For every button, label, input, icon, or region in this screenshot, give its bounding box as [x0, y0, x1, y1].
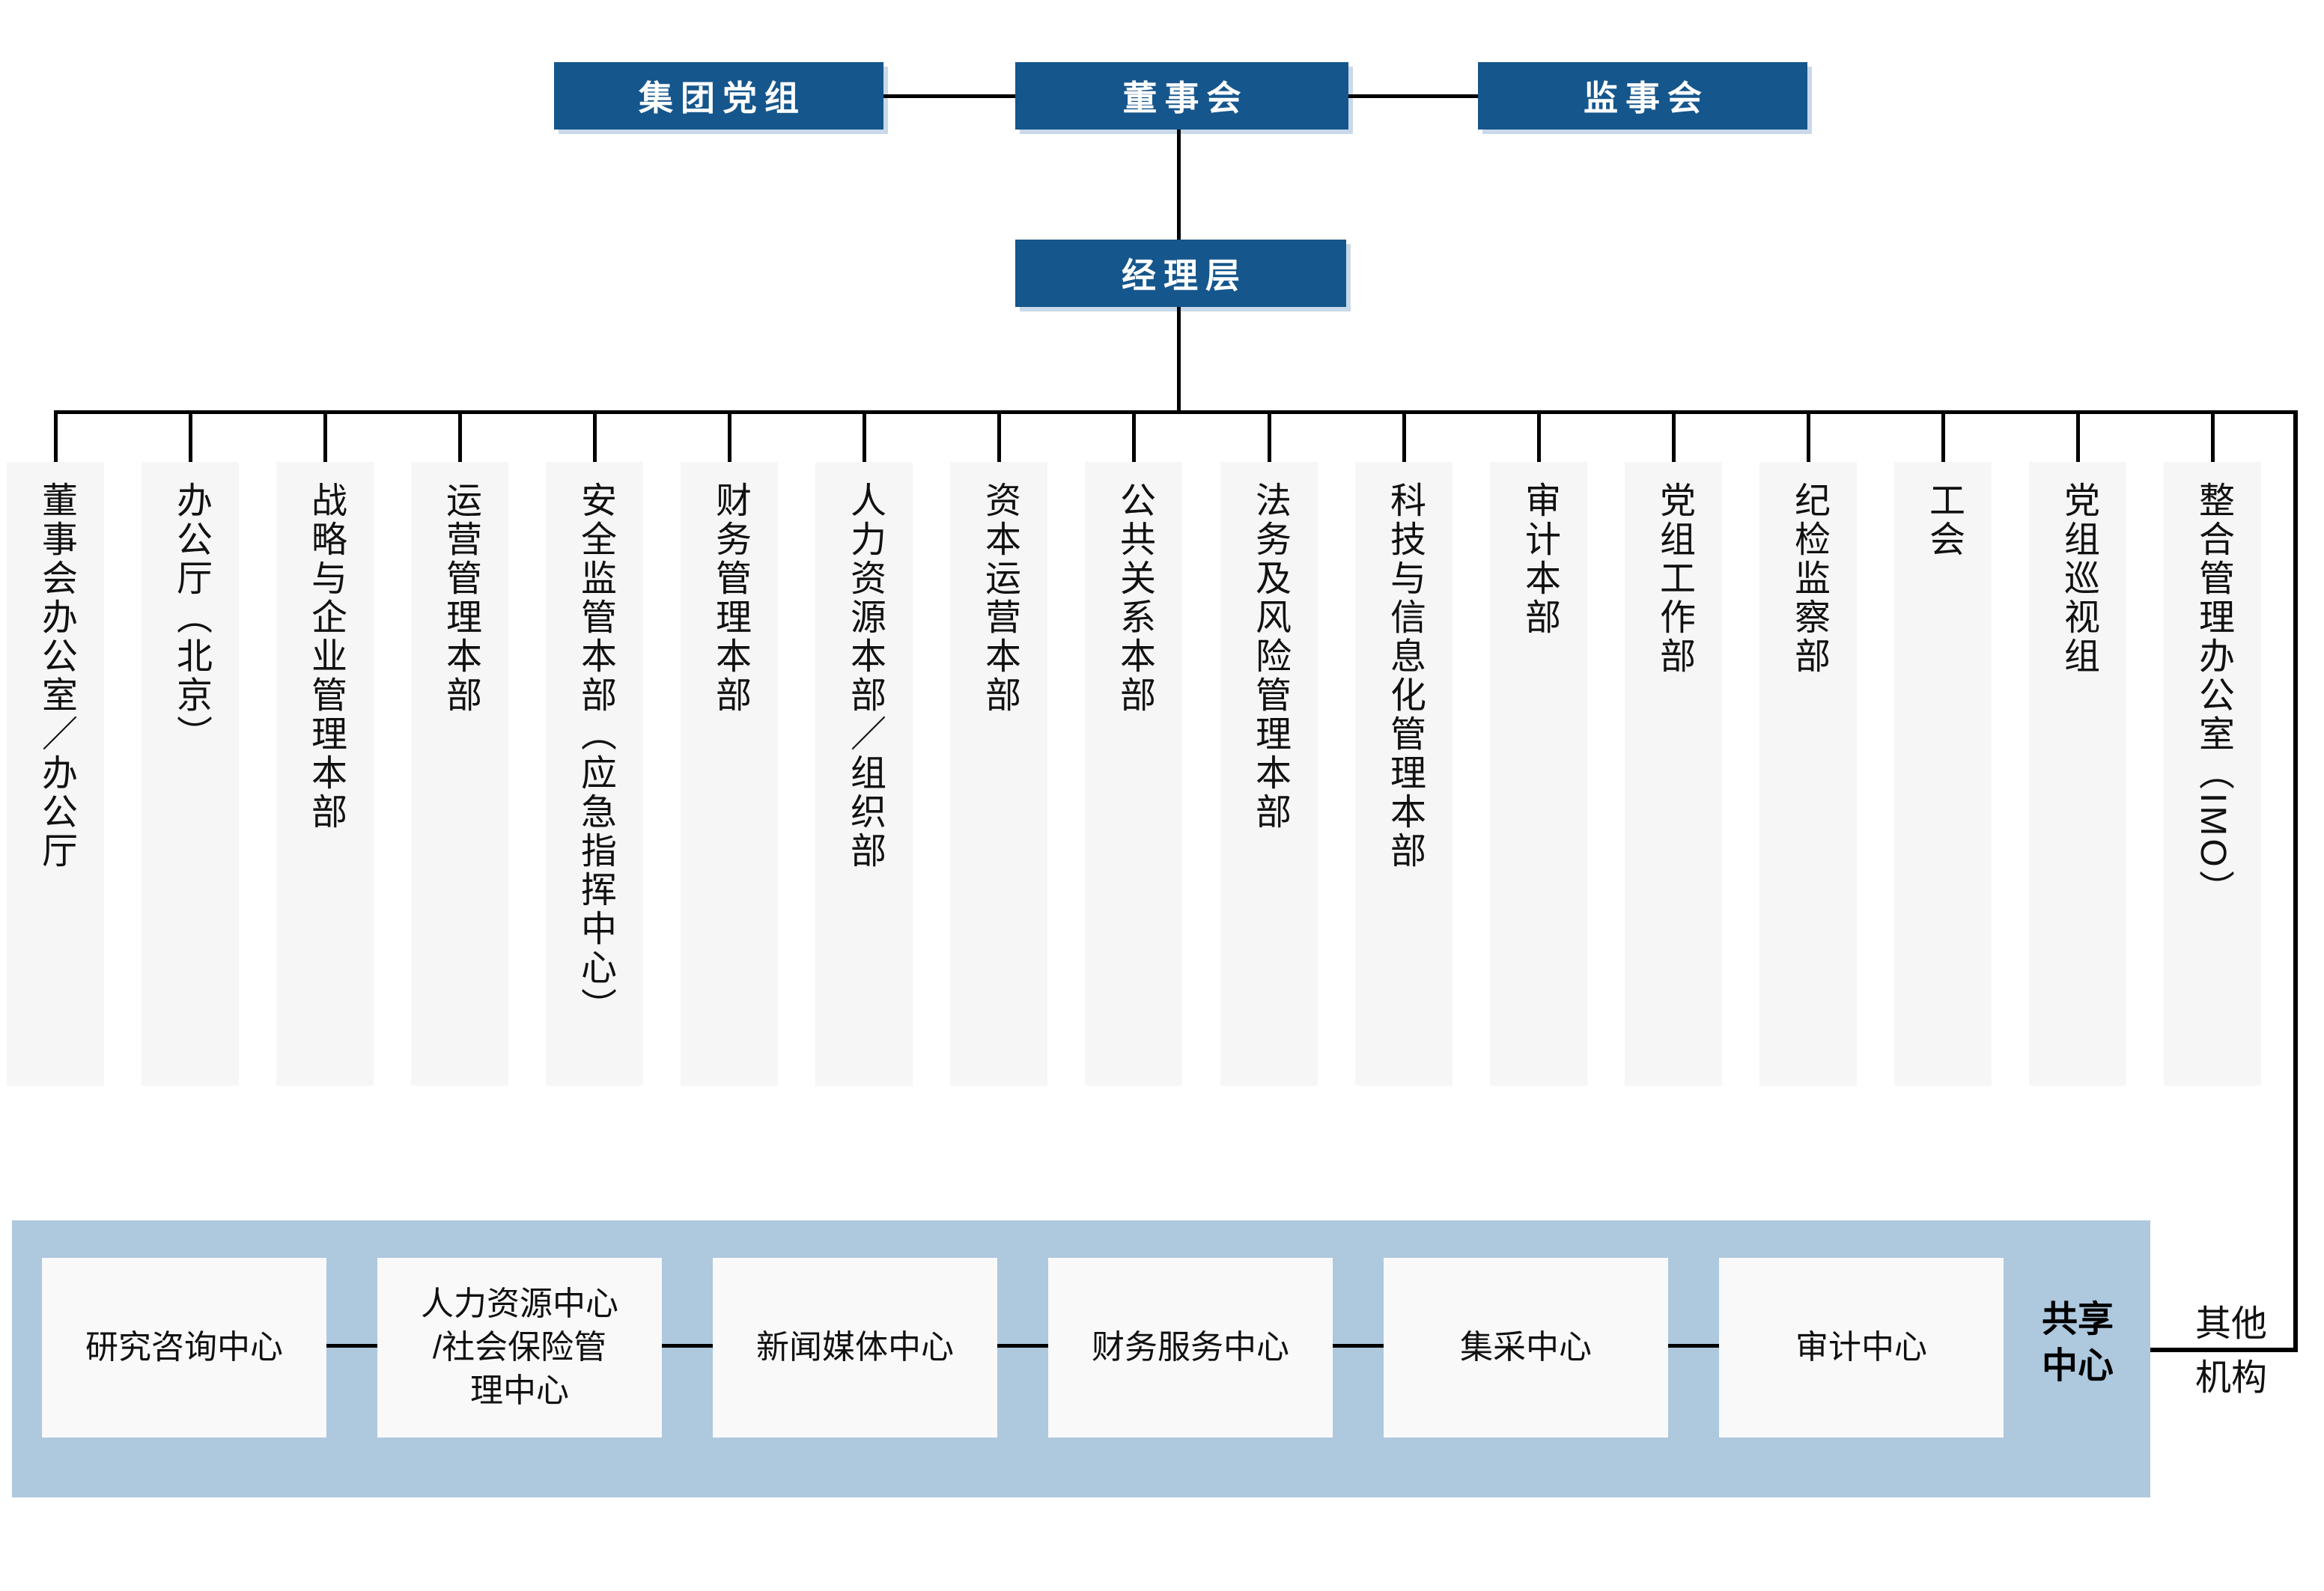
dept-column-label: 科技与信息化管理本部 [1384, 481, 1424, 871]
connector-board-management [1177, 130, 1181, 240]
dept-column-label: 战略与企业管理本部 [305, 481, 345, 832]
dept-stub-line [1402, 410, 1406, 462]
shared-center-connector [1668, 1344, 1719, 1348]
dept-stub-line [1807, 410, 1810, 462]
distribution-line [55, 410, 2297, 414]
shared-center-connector [326, 1344, 377, 1348]
node-management-layer: 经理层 [1015, 240, 1346, 307]
dept-stub-line [1537, 410, 1541, 462]
dept-column-label: 财务管理本部 [710, 481, 749, 715]
dept-column-label: 审计本部 [1519, 481, 1559, 637]
dept-column: 整合管理办公室（IMO） [2164, 462, 2261, 1086]
shared-center-connector [662, 1344, 713, 1348]
connector-board-supervisory [1348, 94, 1478, 98]
dept-column-label: 党组工作部 [1654, 481, 1694, 676]
dept-column: 公共关系本部 [1085, 462, 1182, 1086]
connector-party-board [883, 94, 1015, 98]
dept-stub-line [2211, 410, 2215, 462]
dept-column: 党组工作部 [1625, 462, 1722, 1086]
other-institutions-label-top: 其他 [2194, 1304, 2267, 1344]
dept-column-label: 安全监管本部（应急指挥中心） [575, 481, 615, 1026]
dept-column-label: 整合管理办公室（IMO） [2193, 481, 2233, 909]
dept-stub-line [54, 410, 58, 462]
dept-column: 办公厅（北京） [142, 462, 239, 1086]
other-institutions-drop-line [2293, 410, 2298, 1352]
dept-column: 法务及风险管理本部 [1220, 462, 1318, 1086]
other-institutions-label-bottom: 机构 [2194, 1358, 2267, 1398]
dept-column-label: 党组巡视组 [2058, 481, 2098, 676]
node-supervisory-board: 监事会 [1478, 62, 1807, 130]
dept-column: 董事会办公室／办公厅 [7, 462, 104, 1086]
dept-column-label: 公共关系本部 [1114, 481, 1154, 715]
dept-column-label: 法务及风险管理本部 [1250, 481, 1289, 832]
dept-column: 科技与信息化管理本部 [1355, 462, 1452, 1086]
dept-column-label: 纪检监察部 [1789, 481, 1828, 676]
dept-column: 审计本部 [1490, 462, 1587, 1086]
shared-center-box: 财务服务中心 [1048, 1258, 1333, 1438]
shared-center-label: 共享 中心 [2041, 1300, 2114, 1386]
dept-column-label: 工会 [1923, 481, 1963, 559]
node-board-of-directors: 董事会 [1015, 62, 1348, 130]
dept-stub-line [1132, 410, 1136, 462]
dept-column-label: 办公厅（北京） [171, 481, 210, 754]
dept-stub-line [728, 410, 731, 462]
dept-column: 纪检监察部 [1759, 462, 1857, 1086]
dept-column-label: 董事会办公室／办公厅 [36, 481, 76, 871]
dept-column: 资本运营本部 [950, 462, 1047, 1086]
dept-column: 安全监管本部（应急指挥中心） [546, 462, 643, 1086]
dept-stub-line [593, 410, 597, 462]
connector-management-trunk [1177, 307, 1181, 412]
dept-column: 工会 [1894, 462, 1992, 1086]
dept-column: 人力资源本部／组织部 [815, 462, 913, 1086]
dept-stub-line [997, 410, 1001, 462]
shared-center-box: 研究咨询中心 [42, 1258, 326, 1438]
shared-center-box: 审计中心 [1719, 1258, 2004, 1438]
dept-column: 财务管理本部 [681, 462, 778, 1086]
dept-column-label: 人力资源本部／组织部 [845, 481, 884, 871]
dept-stub-line [863, 410, 866, 462]
dept-column-label: 运营管理本部 [440, 481, 480, 715]
dept-stub-line [189, 410, 192, 462]
shared-center-box: 集采中心 [1384, 1258, 1668, 1438]
shared-center-box: 人力资源中心 /社会保险管 理中心 [377, 1258, 662, 1438]
shared-center-connector [1333, 1344, 1384, 1348]
dept-stub-line [323, 410, 327, 462]
dept-stub-line [1941, 410, 1945, 462]
dept-column: 党组巡视组 [2029, 462, 2126, 1086]
dept-stub-line [458, 410, 462, 462]
dept-column: 战略与企业管理本部 [276, 462, 374, 1086]
other-institutions-link-line [2150, 1348, 2298, 1352]
dept-stub-line [1268, 410, 1271, 462]
dept-column: 运营管理本部 [411, 462, 508, 1086]
dept-stub-line [1672, 410, 1676, 462]
dept-stub-line [2076, 410, 2080, 462]
dept-column-label: 资本运营本部 [979, 481, 1019, 715]
node-group-party-committee: 集团党组 [554, 62, 883, 130]
shared-center-box: 新闻媒体中心 [713, 1258, 997, 1438]
shared-center-connector [997, 1344, 1048, 1348]
